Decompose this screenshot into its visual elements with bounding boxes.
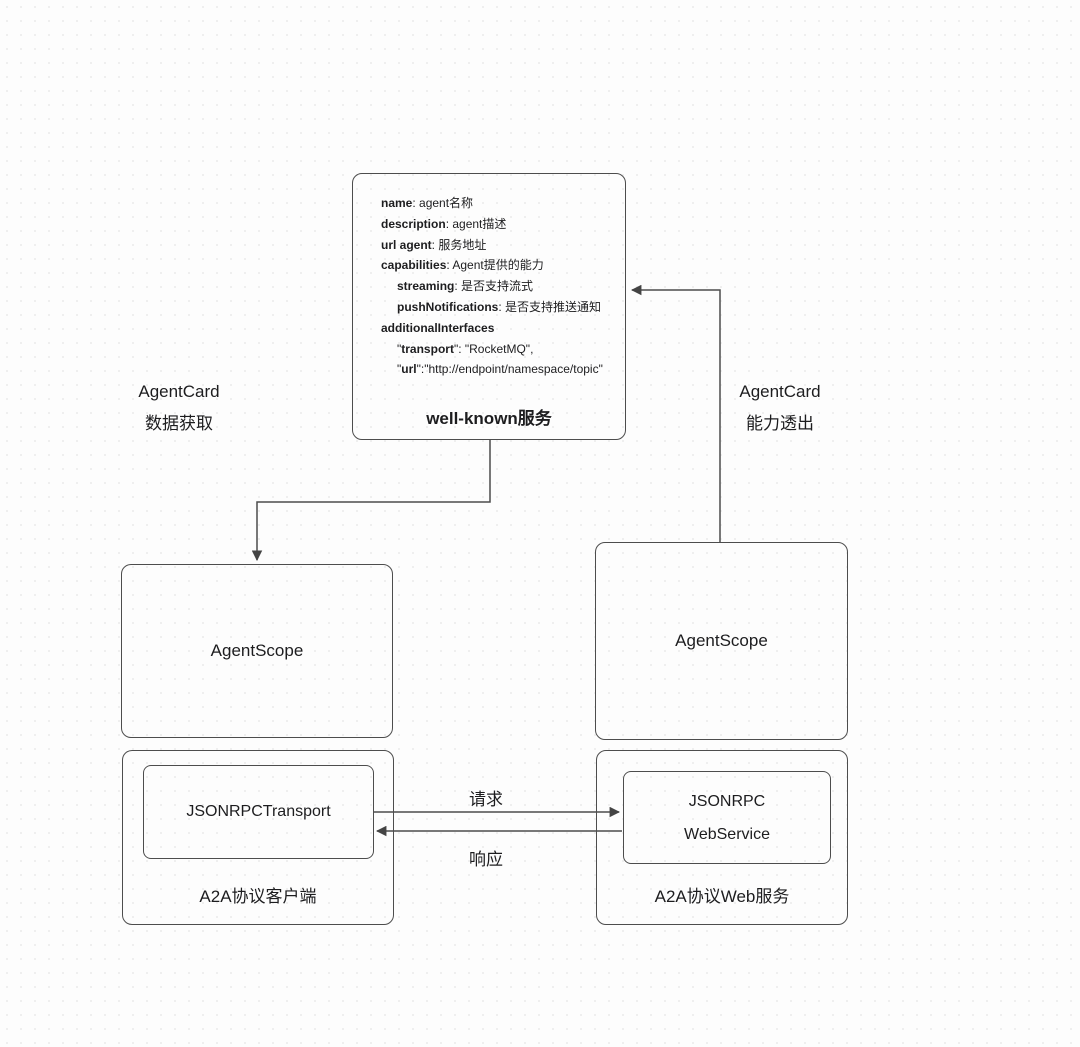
connector-agentcard-fetch-arrow xyxy=(251,440,491,562)
field-transport: "transport": "RocketMQ", xyxy=(397,341,534,356)
a2a-web-service-label: A2A协议Web服务 xyxy=(654,887,790,906)
agentscope-client-label: AgentScope xyxy=(210,641,304,660)
agentcard-expose-label-line1: AgentCard xyxy=(739,382,821,401)
field-push-notifications: pushNotifications: 是否支持推送通知 xyxy=(397,299,602,314)
agentcard-fetch-label-line2: 数据获取 xyxy=(145,414,213,433)
agentcard-fetch-label-line1: AgentCard xyxy=(138,382,220,401)
jsonrpc-webservice-label-line1: JSONRPC xyxy=(688,792,766,810)
jsonrpc-webservice-label-line2: WebService xyxy=(684,825,770,843)
agentscope-server-box: AgentScope xyxy=(595,542,848,740)
agentscope-client-box: AgentScope xyxy=(121,564,393,738)
jsonrpc-transport-label: JSONRPCTransport xyxy=(186,803,331,820)
a2a-client-box: JSONRPCTransport A2A协议客户端 xyxy=(122,750,394,925)
field-description: description: agent描述 xyxy=(381,216,507,231)
well-known-service-title: well-known服务 xyxy=(426,409,552,428)
field-additional-interfaces: additionalInterfaces xyxy=(381,320,495,335)
agent-card-field-list: name: agent名称 description: agent描述 url a… xyxy=(381,193,617,380)
request-arrow-label: 请求 xyxy=(469,790,503,809)
agentscope-server-label: AgentScope xyxy=(675,631,768,650)
response-arrow-label: 响应 xyxy=(469,850,503,869)
connector-agentcard-expose-arrow xyxy=(630,284,721,542)
field-url: "url":"http://endpoint/namespace/topic" xyxy=(397,362,603,377)
field-capabilities: capabilities: Agent提供的能力 xyxy=(381,258,544,273)
well-known-service-box: name: agent名称 description: agent描述 url a… xyxy=(352,173,626,440)
field-streaming: streaming: 是否支持流式 xyxy=(397,279,534,294)
a2a-client-label: A2A协议客户端 xyxy=(199,887,317,906)
agentcard-fetch-label: AgentCard 数据获取 xyxy=(115,376,243,440)
jsonrpc-webservice-box: JSONRPC WebService xyxy=(623,771,831,864)
agentcard-expose-label: AgentCard 能力透出 xyxy=(716,376,844,440)
agentcard-expose-label-line2: 能力透出 xyxy=(746,414,814,433)
a2a-web-service-box: JSONRPC WebService A2A协议Web服务 xyxy=(596,750,848,925)
field-name: name: agent名称 xyxy=(381,196,474,210)
jsonrpc-transport-box: JSONRPCTransport xyxy=(143,765,374,859)
field-url-agent: url agent: 服务地址 xyxy=(381,237,487,252)
